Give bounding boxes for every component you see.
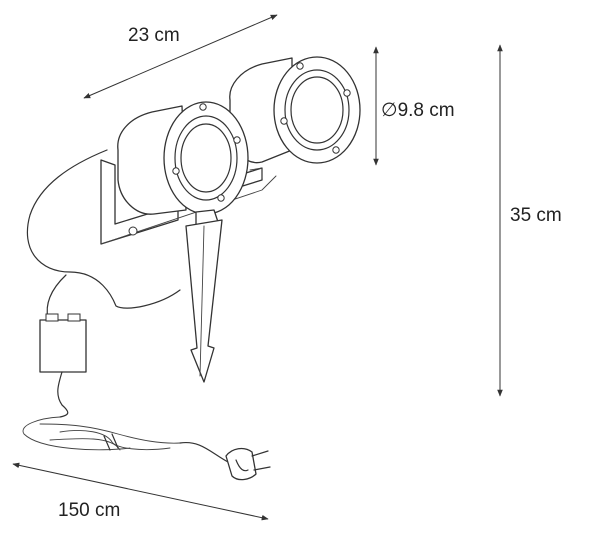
spotlight-rear-screw — [332, 146, 340, 154]
spike-blade — [185, 219, 223, 383]
coil-loop — [59, 430, 171, 451]
cable-dimension-line — [12, 462, 269, 521]
cable-length-label: 150 cm — [58, 500, 120, 521]
coil-loop — [22, 416, 131, 451]
spotlight-rear-screw — [280, 117, 288, 125]
diameter-symbol: ∅ — [381, 100, 398, 121]
spotlight-rear-screw — [343, 89, 351, 97]
cable-dimension: 150 cm — [12, 462, 269, 521]
spotlight-front-screw — [233, 136, 241, 144]
spike-ridge — [199, 225, 205, 377]
spotlight-front-ring — [174, 115, 238, 201]
plug-grip — [235, 459, 249, 472]
spotlight-rear-lens — [290, 76, 344, 144]
power-plug — [225, 447, 271, 481]
spotlight-rear-rim — [273, 56, 361, 164]
driver-box — [39, 313, 87, 373]
diameter-value: 9.8 cm — [398, 100, 455, 121]
cable-tie — [103, 433, 119, 451]
cable-coil — [22, 416, 181, 451]
bracket-bolt — [128, 226, 138, 236]
width-dimension: 23 cm — [83, 14, 278, 99]
spotlight-rear-screw — [296, 62, 304, 70]
spotlight-rear-stem — [249, 167, 263, 179]
height-dimension: 35 cm — [497, 44, 562, 397]
width-dimension-line — [83, 14, 278, 99]
diameter-label: ∅9.8 cm — [381, 100, 455, 121]
spotlight-front-lens — [180, 123, 232, 193]
spotlight-front-rim — [163, 101, 249, 215]
spotlight-front — [117, 101, 249, 215]
height-label: 35 cm — [510, 205, 562, 226]
plug-pin-upper — [251, 450, 269, 457]
plug-body — [225, 447, 257, 481]
ground-spike — [185, 209, 223, 383]
spotlight-front-screw — [199, 103, 207, 111]
spotlight-front-screw — [217, 194, 225, 202]
plug-pin-lower — [253, 466, 271, 471]
spotlight-front-screw — [172, 167, 180, 175]
spotlight-rear-ring — [284, 69, 350, 151]
driver-plug-right — [67, 313, 81, 322]
width-label: 23 cm — [128, 25, 180, 46]
cable-lights-to-spike — [26, 149, 181, 309]
cable-to-driver — [46, 274, 67, 319]
spotlight-rear — [229, 56, 361, 179]
cable-to-coil — [57, 371, 69, 418]
bracket-edge — [100, 175, 277, 245]
cable-to-plug — [179, 441, 229, 463]
driver-plug-left — [45, 313, 59, 322]
coil-loop — [39, 423, 181, 444]
diameter-dimension: ∅9.8 cm — [373, 46, 455, 166]
driver-body — [39, 319, 87, 373]
